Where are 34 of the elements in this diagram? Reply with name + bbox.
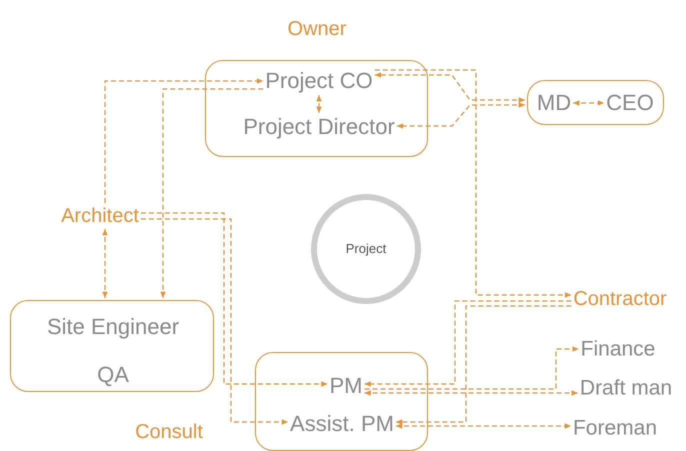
center-label: Project (346, 242, 386, 256)
role-label: CEO (606, 90, 654, 116)
dashed-arrow (364, 346, 579, 390)
dashed-arrow (374, 69, 572, 298)
group-heading: Owner (288, 18, 346, 40)
dashed-arrow (374, 72, 525, 103)
role-label: Finance (580, 337, 656, 361)
dashed-arrow (364, 300, 572, 387)
dashed-arrow (396, 305, 572, 425)
project-circle (311, 194, 421, 304)
dashed-arrow (364, 390, 578, 396)
role-label: Project CO (265, 68, 373, 94)
group-box (527, 80, 664, 125)
dashed-arrow (104, 78, 264, 203)
group-heading: Consult (135, 421, 203, 443)
dashed-arrow (316, 95, 322, 113)
dashed-arrow (160, 88, 264, 298)
role-box (10, 300, 214, 392)
dashed-arrow (573, 100, 604, 106)
party-label: Contractor (573, 288, 667, 310)
dashed-arrow (102, 229, 108, 298)
role-label: Draft man (580, 376, 672, 400)
dashed-arrow (396, 423, 571, 429)
dashed-arrow (396, 102, 525, 129)
role-label: QA (97, 362, 129, 388)
role-label: PM (330, 374, 362, 398)
role-label: MD (536, 90, 572, 116)
role-label: Project Director (243, 114, 395, 140)
role-label: Site Engineer (46, 314, 180, 340)
dashed-arrow (140, 218, 288, 425)
role-label: Foreman (572, 416, 658, 440)
party-label: Architect (61, 205, 139, 227)
role-label: Assist. PM (290, 412, 394, 436)
dashed-arrow (140, 212, 328, 387)
